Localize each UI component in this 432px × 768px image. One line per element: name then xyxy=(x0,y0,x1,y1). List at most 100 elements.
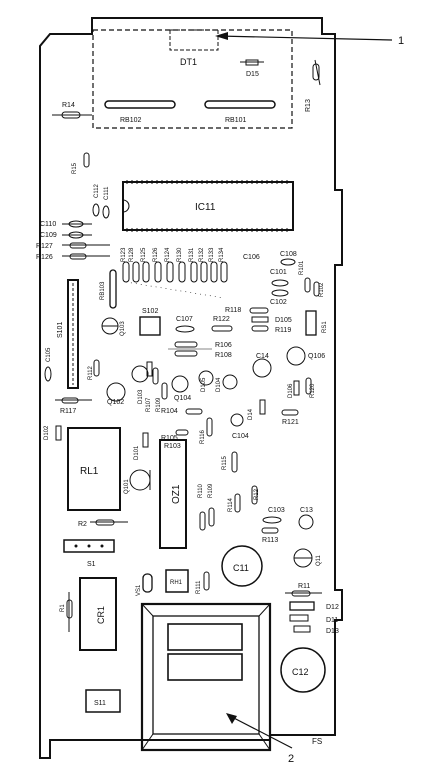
r102-resistor xyxy=(313,281,320,297)
c13-capacitor xyxy=(298,514,314,530)
s11-label: S11 xyxy=(94,700,106,707)
r119-label: R119 xyxy=(275,327,291,334)
s102-label: S102 xyxy=(142,308,158,315)
r107-label: R107 xyxy=(146,397,152,412)
s101-switch xyxy=(67,279,79,389)
r105-label: R105 xyxy=(161,435,178,442)
c111-label: C111 xyxy=(104,186,110,200)
s101-label: S101 xyxy=(57,322,64,338)
q104-transistor xyxy=(171,375,189,393)
d105b-part xyxy=(198,370,214,386)
s1-pin-3 xyxy=(100,544,104,548)
d15-label: D15 xyxy=(246,71,259,78)
c103-capacitor xyxy=(262,516,282,524)
r115-resistor xyxy=(231,451,238,473)
c105-capacitor xyxy=(44,366,52,382)
rl1-relay xyxy=(67,427,121,511)
c101-capacitor xyxy=(271,279,289,287)
rs1-part xyxy=(305,310,317,336)
r117-label: R117 xyxy=(60,408,76,415)
resistor-column: R123 R128 R125 R126 R124 R130 R131 R132 … xyxy=(121,247,228,299)
d13-label: D13 xyxy=(326,628,339,635)
r110-label: R110 xyxy=(198,483,204,498)
transformer-frame xyxy=(140,602,272,752)
c14-label: C14 xyxy=(256,353,269,360)
q-unlabeled-1 xyxy=(131,365,149,383)
c103-label: C103 xyxy=(268,507,285,514)
vs1-label: VS1 xyxy=(136,584,142,596)
r103-label: R103 xyxy=(164,443,181,450)
d103-label: D103 xyxy=(138,389,144,404)
transformer-hatch-3 xyxy=(141,733,154,751)
d101-label: D101 xyxy=(134,445,140,460)
d102-label: D102 xyxy=(44,425,50,440)
ic11-label: IC11 xyxy=(195,202,216,213)
c107-capacitor xyxy=(175,325,195,333)
c12-capacitor xyxy=(280,647,326,693)
c13-label: C13 xyxy=(300,507,313,514)
rb103-bar xyxy=(109,269,117,309)
r101-resistor xyxy=(304,277,311,293)
r126b-label: R126 xyxy=(153,247,159,262)
callout-1: 1 xyxy=(398,35,404,47)
q103-label: Q103 xyxy=(120,321,126,336)
r121-label: R121 xyxy=(282,419,299,426)
r132-label: R132 xyxy=(199,247,205,262)
rb101-label: RB101 xyxy=(225,117,247,124)
d14-diode xyxy=(259,399,266,415)
c102-label: C102 xyxy=(270,299,287,306)
r113-resistor xyxy=(261,527,279,534)
r15-label: R15 xyxy=(72,162,78,174)
d14-label: D14 xyxy=(248,408,254,420)
r133-resistor xyxy=(210,261,218,283)
r118-label: R118 xyxy=(225,307,241,314)
transformer xyxy=(140,602,272,752)
r120-resistor xyxy=(305,377,312,395)
r112-resistor xyxy=(93,359,100,377)
d104-part xyxy=(222,374,238,390)
r14-resistor xyxy=(61,111,81,119)
r128-label: R128 xyxy=(129,247,135,262)
r105-resistor xyxy=(175,429,189,436)
s1-pin-1 xyxy=(74,544,78,548)
r104-resistor xyxy=(185,408,203,415)
r130-resistor xyxy=(178,261,186,283)
d103-diode xyxy=(146,361,153,377)
callout-1-arrowhead xyxy=(215,32,228,40)
d102-diode xyxy=(55,425,62,441)
d12-label: D12 xyxy=(326,604,339,611)
r122-resistor xyxy=(211,325,233,332)
rb102-bar xyxy=(104,100,176,109)
r121-resistor xyxy=(281,409,299,416)
rb101-bar xyxy=(204,100,276,109)
rh1-label: RH1 xyxy=(170,580,183,586)
d106-label: D106 xyxy=(288,383,294,398)
c106-label: C106 xyxy=(243,254,260,261)
fs-label: FS xyxy=(312,737,322,746)
r134-label: R134 xyxy=(219,247,225,262)
c112-label: C112 xyxy=(94,183,100,198)
rl1-label: RL1 xyxy=(80,466,99,477)
d13-diode xyxy=(293,625,311,633)
r108-resistor xyxy=(174,350,198,357)
c109-label: C109 xyxy=(40,232,57,239)
r114-label: R114 xyxy=(228,497,234,512)
q102-label: Q102 xyxy=(107,399,124,406)
r130-label: R130 xyxy=(177,247,183,262)
r133-label: R133 xyxy=(209,247,215,262)
dt1-frame xyxy=(169,29,219,51)
r1-label: R1 xyxy=(60,604,66,612)
r113-label: R113 xyxy=(262,537,278,544)
r109b-resistor xyxy=(208,507,215,527)
r126b-resistor xyxy=(154,261,162,283)
r108-label: R108 xyxy=(215,352,232,359)
r120-label: R120 xyxy=(310,383,316,398)
r131-resistor xyxy=(190,261,198,283)
r110-resistor xyxy=(199,511,206,531)
r109-label: R109 xyxy=(156,397,162,412)
rh1-part xyxy=(165,569,189,593)
r125-resistor xyxy=(142,261,150,283)
callout-2-line xyxy=(229,715,293,749)
transformer-core-bottom xyxy=(167,653,243,681)
r124-resistor xyxy=(166,261,174,283)
